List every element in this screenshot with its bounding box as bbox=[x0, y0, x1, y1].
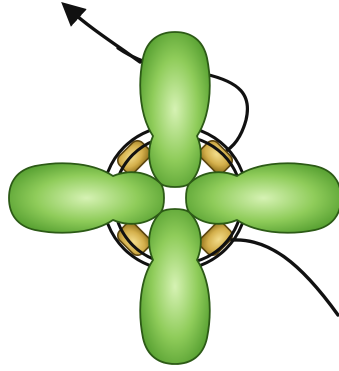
petal-top bbox=[140, 32, 210, 187]
thread-tail bbox=[232, 240, 338, 315]
petal-left bbox=[9, 163, 164, 233]
small-bead-top-right bbox=[197, 138, 235, 176]
petal-right bbox=[186, 163, 339, 233]
petal-bottom bbox=[140, 209, 210, 364]
thread-arrow bbox=[70, 10, 140, 62]
petal-beads bbox=[9, 32, 339, 364]
